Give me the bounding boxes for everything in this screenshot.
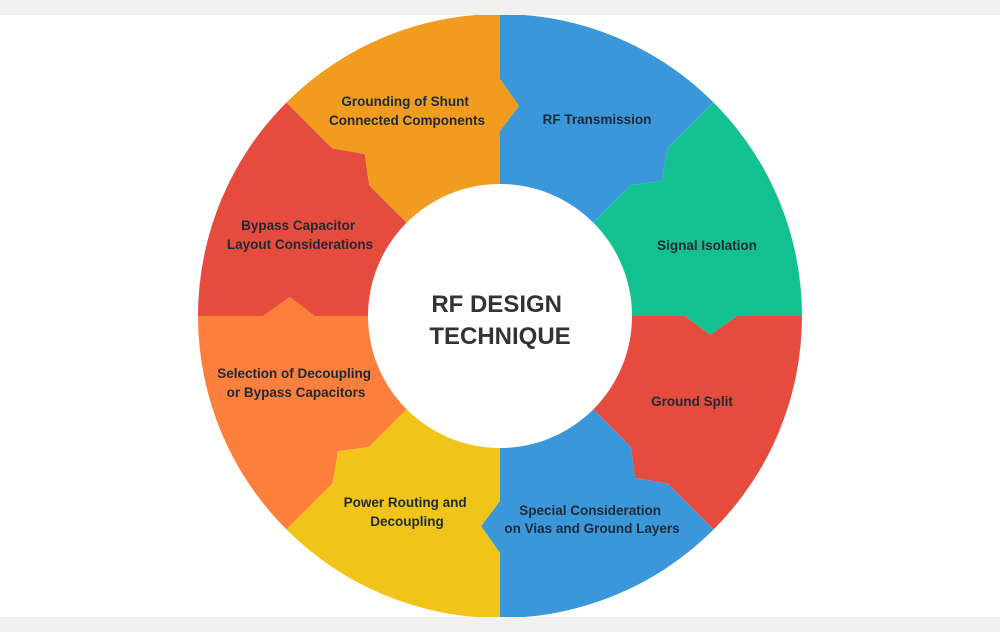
segment-label-ground-split: Ground Split <box>651 394 733 409</box>
segment-bypass <box>286 15 519 232</box>
segment-label-signal-isolation: Signal Isolation <box>657 238 757 253</box>
segment-ground-split <box>481 400 714 617</box>
segment-label-decoupling-selection: Selection of Decoupling or Bypass Capaci… <box>217 366 375 400</box>
segment-label-power-routing: Power Routing and Decoupling <box>344 495 471 529</box>
segment-label-grounding: Grounding of Shunt Connected Components <box>329 94 485 128</box>
segment-transmission <box>584 102 802 335</box>
segment-vias <box>286 400 500 617</box>
segment-grounding <box>500 15 714 232</box>
diagram-canvas: RF DESIGN TECHNIQUE Grounding of Shunt C… <box>0 15 1000 617</box>
segment-label-vias: Special Consideration on Vias and Ground… <box>504 503 679 536</box>
center-hub <box>368 184 632 448</box>
segment-label-rf-transmission: RF Transmission <box>543 112 652 127</box>
segment-label-bypass-layout: Bypass Capacitor Layout Considerations <box>227 218 373 252</box>
segment-decoupling <box>198 102 416 316</box>
center-title-line2: TECHNIQUE <box>429 323 570 350</box>
segment-power <box>198 297 416 530</box>
center-title-line1: RF DESIGN <box>431 291 562 318</box>
rf-design-wheel: RF DESIGN TECHNIQUE Grounding of Shunt C… <box>198 15 802 617</box>
segment-isolation <box>584 316 802 530</box>
center-title: RF DESIGN TECHNIQUE <box>429 291 570 350</box>
